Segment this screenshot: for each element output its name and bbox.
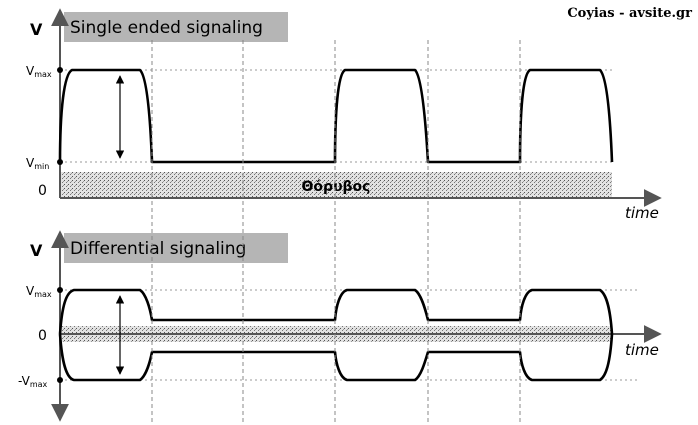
single-ended-time-label: time xyxy=(625,204,659,222)
timing-guides xyxy=(151,40,521,425)
differential-positive-signal xyxy=(58,288,614,335)
credit-text: Coyias - avsite.gr xyxy=(567,6,692,21)
single-ended-title: Single ended signaling xyxy=(70,18,263,38)
differential-panel: Differential signaling V Vmax -Vmax 0 ti… xyxy=(18,230,662,422)
differential-negative-signal xyxy=(58,333,614,382)
differential-zero-label: 0 xyxy=(38,328,47,344)
differential-neg-vmax-label: -Vmax xyxy=(18,374,48,389)
differential-title-box xyxy=(64,233,288,263)
single-ended-signal xyxy=(58,68,614,164)
single-ended-title-box xyxy=(64,12,288,42)
differential-neg-vmax-dot xyxy=(57,377,63,383)
single-ended-noise-label: Θόρυβος xyxy=(302,179,371,195)
differential-title: Differential signaling xyxy=(70,239,246,259)
single-ended-y-label: V xyxy=(30,20,43,39)
single-ended-vmax-label: Vmax xyxy=(26,64,52,79)
single-ended-vmax-dot xyxy=(57,67,63,73)
single-ended-vmin-label: Vmin xyxy=(26,156,49,171)
single-ended-zero-label: 0 xyxy=(38,183,47,199)
differential-y-label: V xyxy=(30,241,43,260)
single-ended-panel: Single ended signaling V Θόρυβος Vmax Vm… xyxy=(26,8,662,222)
differential-vmax-label: Vmax xyxy=(26,284,52,299)
differential-time-label: time xyxy=(625,341,659,359)
differential-vmax-dot xyxy=(57,287,63,293)
